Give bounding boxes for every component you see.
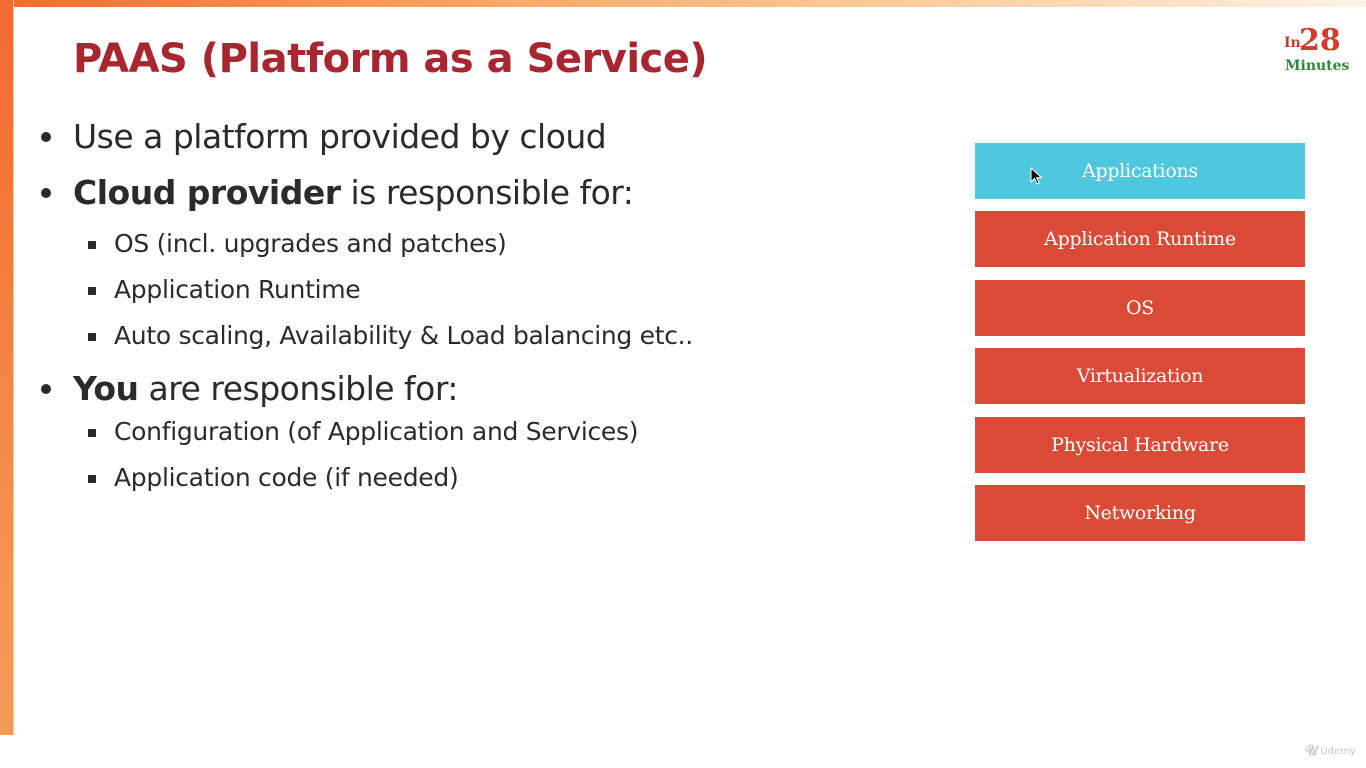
logo-number: 28 xyxy=(1299,23,1341,58)
bullet-square-icon xyxy=(88,287,96,295)
bullet-text: is responsible for: xyxy=(340,173,634,212)
bullet-dot-icon xyxy=(41,188,51,198)
slide-title: PAAS (Platform as a Service) xyxy=(73,36,708,82)
watermark-text: Udemy xyxy=(1320,745,1356,757)
bullet-bold: You xyxy=(73,369,139,408)
bullet-square-icon xyxy=(88,475,96,483)
sub-bullet-item: Auto scaling, Availability & Load balanc… xyxy=(38,318,898,366)
bullet-square-icon xyxy=(88,333,96,341)
bullet-bold: Cloud provider xyxy=(73,173,341,212)
udemy-logo-icon: 𝓤 xyxy=(1305,743,1318,759)
stack-layer-applications: Applications xyxy=(975,143,1305,199)
sub-bullet-text: Configuration (of Application and Servic… xyxy=(114,417,639,446)
bullet-item: You are responsible for: xyxy=(38,366,898,414)
sub-bullet-item: OS (incl. upgrades and patches) xyxy=(38,226,898,272)
stack-layer-networking: Networking xyxy=(975,485,1305,541)
bullet-text: Use a platform provided by cloud xyxy=(73,117,607,156)
udemy-watermark: 𝓤 Udemy xyxy=(1305,743,1356,759)
bullet-dot-icon xyxy=(41,132,51,142)
sub-bullet-text: Application code (if needed) xyxy=(114,463,459,492)
logo-suffix: Minutes xyxy=(1285,58,1350,74)
video-bottom-strip xyxy=(0,735,1366,768)
sub-bullet-text: Auto scaling, Availability & Load balanc… xyxy=(114,321,693,350)
mouse-cursor-icon xyxy=(1030,167,1043,185)
bullet-square-icon xyxy=(88,241,96,249)
sub-bullet-text: Application Runtime xyxy=(114,275,361,304)
in28minutes-logo: In 28 Minutes xyxy=(1284,23,1350,77)
sub-bullet-item: Application Runtime xyxy=(38,272,898,318)
bullet-text: are responsible for: xyxy=(138,369,459,408)
sub-bullet-item: Configuration (of Application and Servic… xyxy=(38,414,898,460)
slide-left-border xyxy=(0,0,14,735)
stack-layer-application-runtime: Application Runtime xyxy=(975,211,1305,267)
logo-prefix: In xyxy=(1284,35,1301,51)
bullet-item: Use a platform provided by cloud xyxy=(38,114,898,170)
slide-top-border xyxy=(0,0,1366,7)
bullet-dot-icon xyxy=(41,384,51,394)
bullet-list: Use a platform provided by cloud Cloud p… xyxy=(38,114,898,506)
sub-bullet-item: Application code (if needed) xyxy=(38,460,898,506)
bullet-item: Cloud provider is responsible for: xyxy=(38,170,898,226)
sub-bullet-text: OS (incl. upgrades and patches) xyxy=(114,229,507,258)
stack-layer-os: OS xyxy=(975,280,1305,336)
stack-layer-physical-hardware: Physical Hardware xyxy=(975,417,1305,473)
bullet-square-icon xyxy=(88,429,96,437)
stack-layer-virtualization: Virtualization xyxy=(975,348,1305,404)
